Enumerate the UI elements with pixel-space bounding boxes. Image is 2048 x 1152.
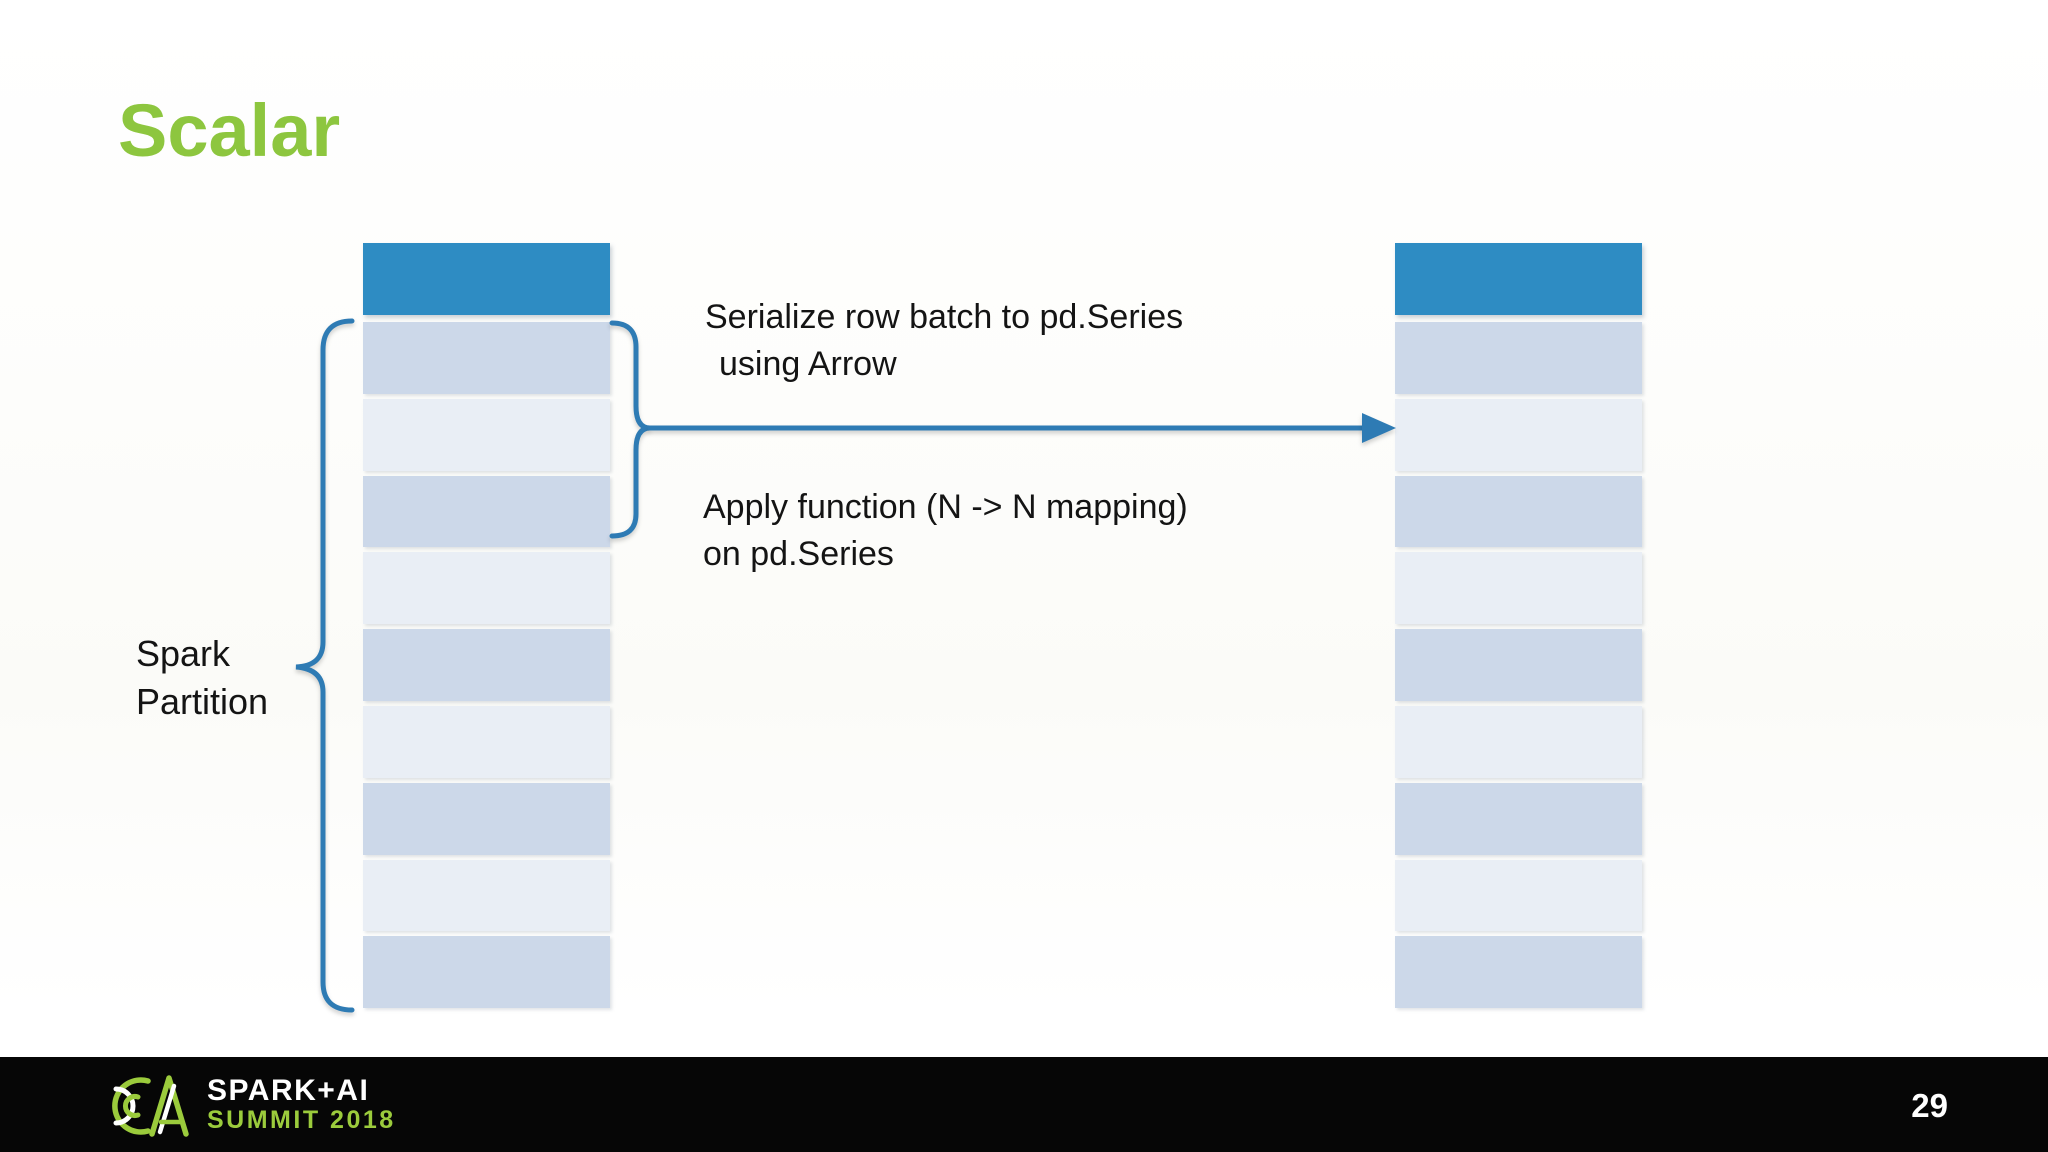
spark-partition-label-line1: Spark	[136, 633, 231, 674]
table-row	[1395, 859, 1642, 932]
spark-partition-label-line2: Partition	[136, 681, 269, 722]
table-row	[1395, 322, 1642, 394]
table-row	[363, 629, 610, 701]
spark-partition-table	[363, 243, 610, 1009]
logo-title: SPARK+AI	[207, 1074, 370, 1107]
apply-function-label-line2: on pd.Series	[703, 535, 894, 573]
serialize-label: Serialize row batch to pd.Series using A…	[705, 294, 1183, 388]
result-series-table	[1395, 243, 1642, 1009]
table-row	[1395, 782, 1642, 855]
table-row	[1395, 936, 1642, 1009]
footer-bar: SPARK+AI SUMMIT 2018 29	[0, 1057, 2048, 1152]
serialize-arrow	[647, 413, 1396, 443]
table-row	[1395, 475, 1642, 548]
table-header-cell	[1395, 243, 1642, 315]
spark-partition-brace	[295, 318, 355, 1013]
table-row	[1395, 398, 1642, 471]
slide-title: Scalar	[118, 89, 341, 172]
table-row	[1395, 629, 1642, 701]
apply-function-label: Apply function (N -> N mapping) on pd.Se…	[703, 484, 1188, 578]
table-row	[363, 398, 610, 471]
serialize-label-line2: using Arrow	[719, 345, 897, 383]
table-row	[1395, 552, 1642, 625]
table-row	[363, 705, 610, 778]
apply-function-label-line1: Apply function (N -> N mapping)	[703, 488, 1188, 526]
spark-ai-summit-logo-icon	[112, 1074, 189, 1137]
table-row	[363, 552, 610, 625]
table-header-cell	[363, 243, 610, 315]
table-row	[363, 859, 610, 932]
row-batch-bracket	[609, 320, 651, 539]
table-row	[363, 322, 610, 394]
page-number: 29	[1911, 1087, 1948, 1124]
table-row	[363, 782, 610, 855]
logo-text: SPARK+AI SUMMIT 2018	[207, 1075, 396, 1134]
spark-partition-label: Spark Partition	[136, 630, 268, 726]
logo-subtitle: SUMMIT 2018	[207, 1106, 396, 1134]
table-row	[1395, 705, 1642, 778]
table-row	[363, 936, 610, 1009]
table-row	[363, 475, 610, 548]
serialize-label-line1: Serialize row batch to pd.Series	[705, 298, 1184, 336]
